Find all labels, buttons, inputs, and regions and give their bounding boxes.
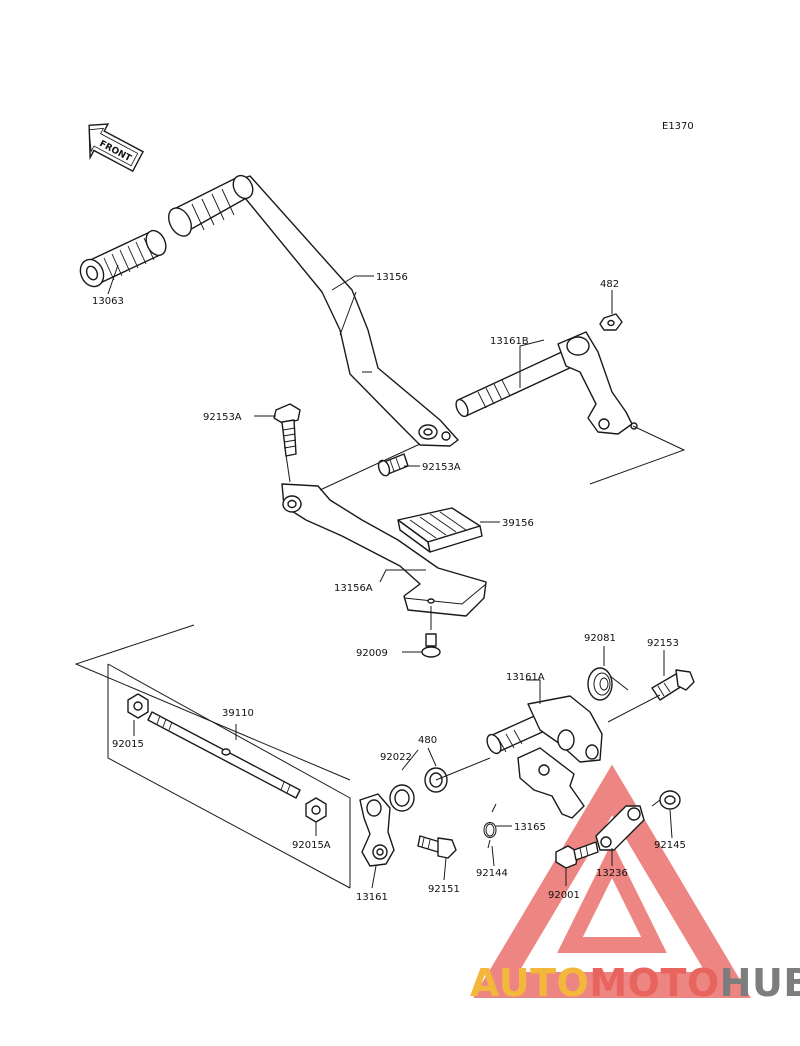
label-13161A: 13161A (506, 672, 545, 683)
brake-pad-39156 (397, 507, 483, 553)
bolt-92153 (651, 669, 695, 701)
label-13165: 13165 (514, 822, 546, 833)
bolt-92153A-top (273, 403, 301, 457)
shift-shaft-13161B (455, 331, 638, 435)
label-92022: 92022 (380, 752, 412, 763)
watermark-part-moto: MOTO (589, 961, 719, 1005)
watermark-part-auto: AUTO (470, 961, 589, 1005)
label-13156A: 13156A (334, 583, 373, 594)
lever-13236 (595, 805, 645, 851)
rubber-grip-13063 (79, 229, 167, 288)
watermark-text: AUTOMOTOHUB (470, 961, 800, 1005)
label-92153A-mid: 92153A (422, 462, 461, 473)
label-39110: 39110 (222, 708, 254, 719)
front-arrow-icon: FRONT (88, 123, 145, 173)
label-480: 480 (418, 735, 437, 746)
label-13161: 13161 (356, 892, 388, 903)
label-13236: 13236 (596, 868, 628, 879)
plate-13165 (517, 747, 585, 819)
leader-lines (107, 264, 673, 889)
label-92081: 92081 (584, 633, 616, 644)
watermark-logo (473, 764, 751, 998)
washer-92022 (389, 784, 415, 812)
nut-92015 (127, 693, 149, 719)
shift-pedal-13156 (168, 174, 459, 447)
bolt-92001 (555, 841, 599, 869)
label-92015A: 92015A (292, 840, 331, 851)
shift-rod-39110 (147, 711, 301, 799)
label-92153A-top: 92153A (203, 412, 242, 423)
shaft-13161A (486, 695, 603, 763)
screw-92009 (421, 633, 441, 658)
assembly-lines (74, 425, 686, 889)
label-92001: 92001 (548, 890, 580, 901)
nut-482 (599, 313, 623, 331)
bolt-92151 (417, 835, 457, 859)
label-13156: 13156 (376, 272, 408, 283)
spring-92081 (587, 667, 629, 701)
clip-92145 (651, 790, 681, 810)
label-92145: 92145 (654, 840, 686, 851)
watermark-part-hub: HUB (720, 961, 800, 1005)
label-92144: 92144 (476, 868, 508, 879)
label-13161B: 13161B (490, 336, 529, 347)
label-13063: 13063 (92, 296, 124, 307)
label-92015: 92015 (112, 739, 144, 750)
part-labels: 13156 13063 482 13161B 92153A 92153A 391… (92, 272, 686, 903)
label-92009: 92009 (356, 648, 388, 659)
label-39156: 39156 (502, 518, 534, 529)
brake-pedal-13156A (281, 483, 487, 617)
label-92153: 92153 (647, 638, 679, 649)
diagram-code: E1370 (662, 121, 694, 132)
label-482: 482 (600, 279, 619, 290)
label-92151: 92151 (428, 884, 460, 895)
shift-arm-13161 (359, 793, 395, 867)
nut-92015A (305, 797, 327, 823)
spring-92144 (483, 803, 497, 849)
bolt-92153A-mid (377, 453, 409, 477)
